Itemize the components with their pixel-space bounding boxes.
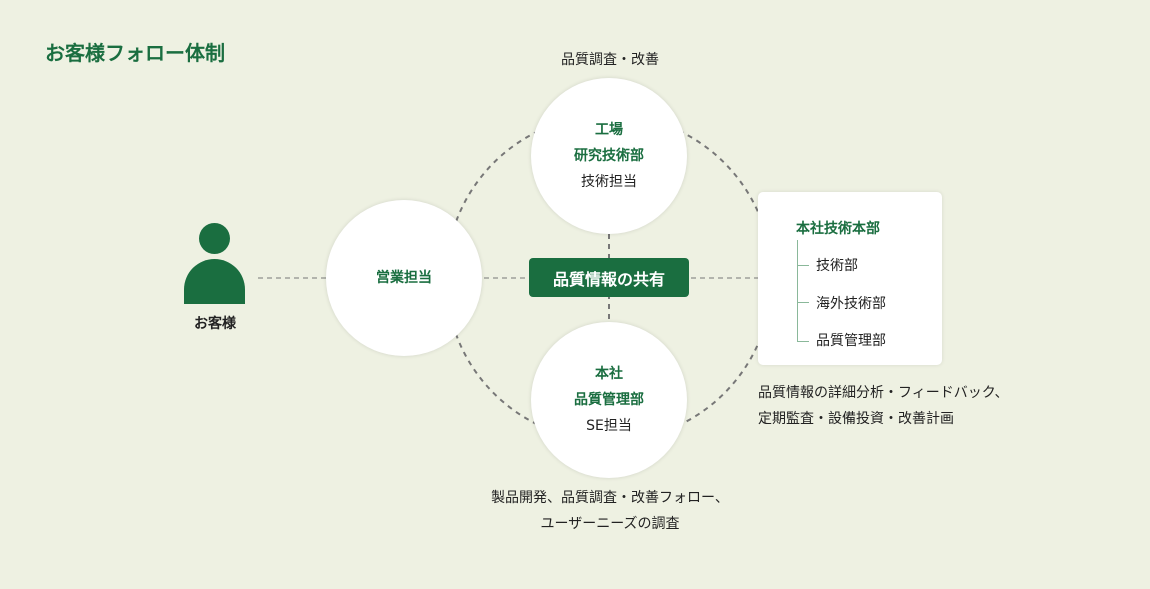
tree-tick [797, 265, 809, 266]
hq-tech-box: 本社技術本部 技術部 海外技術部 品質管理部 [758, 192, 942, 365]
tree-line [797, 240, 798, 342]
factory-line2: 研究技術部 [574, 148, 644, 164]
dept-item: 品質管理部 [816, 333, 886, 349]
hq-quality-caption: 製品開発、品質調査・改善フォロー、 ユーザーニーズの調査 [430, 485, 790, 537]
hq-tech-caption-line2: 定期監査・設備投資・改善計画 [758, 411, 954, 427]
person-icon [199, 223, 230, 254]
hq-quality-line2: 品質管理部 [574, 392, 644, 408]
hq-quality-caption-line1: 製品開発、品質調査・改善フォロー、 [491, 490, 729, 506]
tree-tick [797, 302, 809, 303]
share-badge: 品質情報の共有 [529, 258, 689, 297]
hq-quality-caption-line2: ユーザーニーズの調査 [540, 516, 680, 532]
customer-label: お客様 [194, 316, 236, 332]
hq-tech-caption: 品質情報の詳細分析・フィードバック、 定期監査・設備投資・改善計画 [758, 380, 1008, 432]
tree-tick [797, 341, 809, 342]
sales-label: 営業担当 [376, 270, 432, 286]
hq-tech-caption-line1: 品質情報の詳細分析・フィードバック、 [758, 385, 1009, 401]
page-title: お客様フォロー体制 [45, 41, 225, 65]
factory-line3: 技術担当 [581, 174, 637, 190]
hq-quality-line3: SE担当 [586, 418, 632, 434]
dept-item: 技術部 [816, 258, 858, 274]
person-icon-body [184, 259, 245, 304]
hq-quality-line1: 本社 [595, 366, 623, 382]
dept-item: 海外技術部 [816, 296, 886, 312]
hq-tech-head: 本社技術本部 [796, 221, 880, 237]
factory-circle: 工場 研究技術部 技術担当 [531, 78, 687, 234]
factory-caption: 品質調査・改善 [561, 52, 659, 68]
factory-line1: 工場 [595, 122, 623, 138]
hq-quality-circle: 本社 品質管理部 SE担当 [531, 322, 687, 478]
sales-circle: 営業担当 [326, 200, 482, 356]
